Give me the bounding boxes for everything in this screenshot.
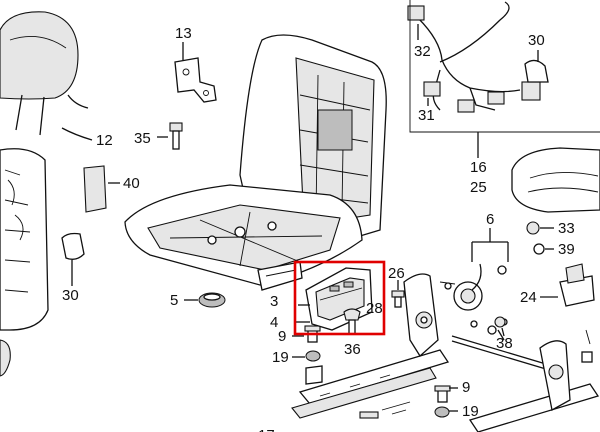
label-19-left: 19	[272, 349, 289, 366]
label-17: 17	[258, 427, 275, 432]
label-30-left: 30	[62, 287, 79, 304]
label-33: 33	[558, 220, 575, 237]
wiring-harness	[407, 0, 600, 158]
label-30-right: 30	[528, 32, 545, 49]
seat-rails-mechanism	[291, 273, 600, 432]
part-30-clip-left	[61, 232, 85, 286]
label-5: 5	[170, 292, 178, 309]
part-13-bracket	[174, 42, 217, 103]
label-24: 24	[520, 289, 537, 306]
highlight-box	[293, 260, 386, 336]
label-16: 16	[470, 159, 487, 176]
label-9-left: 9	[278, 328, 286, 345]
part-12-wire	[61, 127, 93, 141]
part-3-4-switch-cover	[294, 267, 373, 331]
label-38: 38	[496, 335, 513, 352]
part-40-cover	[83, 165, 120, 213]
label-25: 25	[470, 179, 487, 196]
label-6: 6	[486, 211, 494, 228]
label-9-right: 9	[462, 379, 470, 396]
lower-left-cap	[0, 339, 11, 377]
part-24-bracket	[540, 263, 595, 307]
part-6-recliner-mechanism	[439, 228, 509, 311]
headrest	[0, 11, 89, 136]
label-39: 39	[558, 241, 575, 258]
seat-back-cushion	[0, 148, 49, 331]
label-26: 26	[388, 265, 405, 282]
part-35-bolt	[157, 122, 183, 150]
label-13: 13	[175, 25, 192, 42]
label-36: 36	[344, 341, 361, 358]
part-26-bolt	[391, 280, 405, 308]
label-19-right: 19	[462, 403, 479, 420]
main-seat-assembly	[124, 34, 387, 291]
label-35: 35	[134, 130, 151, 147]
parts-9-19-right-stack	[434, 385, 458, 418]
label-32: 32	[414, 43, 431, 60]
label-4: 4	[270, 314, 278, 331]
label-40: 40	[123, 175, 140, 192]
label-28: 28	[366, 300, 383, 317]
parts-9-19-left-stack	[292, 325, 323, 385]
label-3: 3	[270, 293, 278, 310]
part-5-grommet	[184, 292, 226, 308]
label-12: 12	[96, 132, 113, 149]
parts-33-39-fasteners	[526, 221, 554, 255]
part-38-bolt	[494, 316, 506, 337]
right-side-cushion	[511, 147, 600, 213]
label-31: 31	[418, 107, 435, 124]
